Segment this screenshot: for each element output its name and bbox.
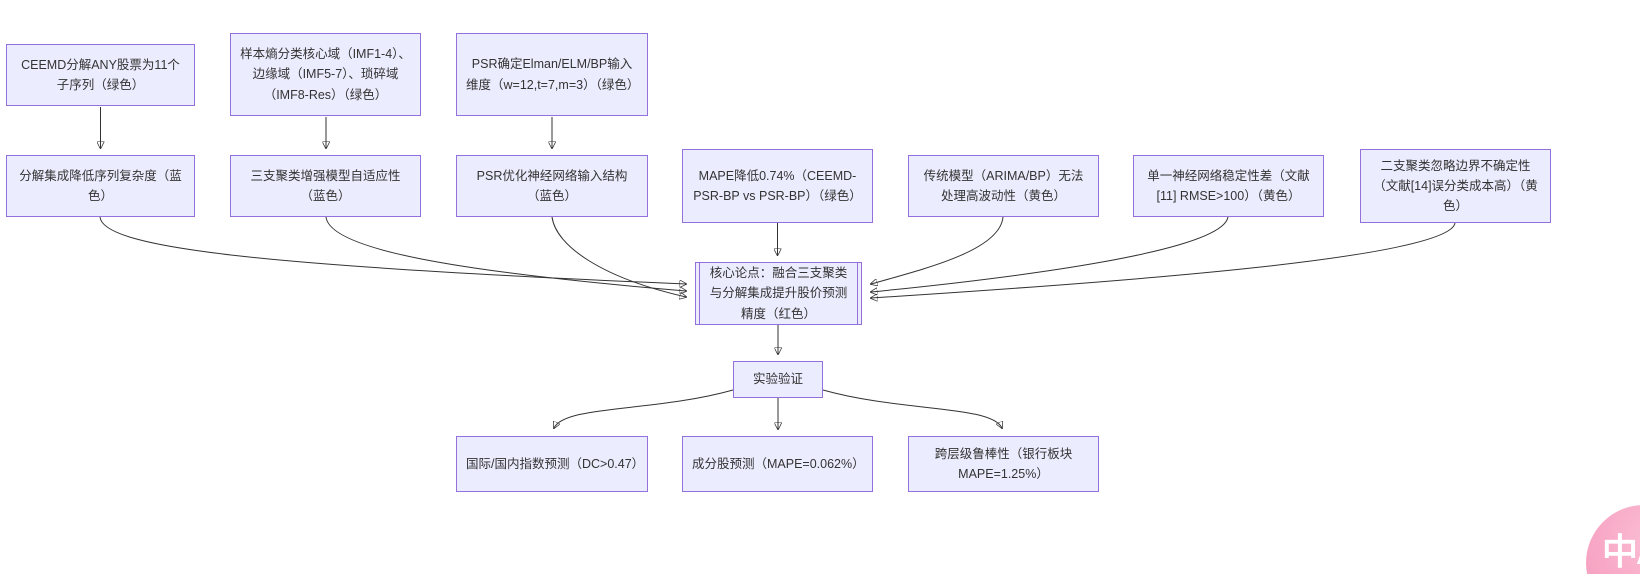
node-single-nn-unstable: 单一神经网络稳定性差（文献[11] RMSE>100）（黄色） — [1133, 155, 1324, 217]
node-mape-reduce: MAPE降低0.74%（CEEMD-PSR-BP vs PSR-BP）（绿色） — [682, 149, 873, 223]
edge-adapt-to-core — [325, 216, 686, 291]
node-stock-forecast: 成分股预测（MAPE=0.062%） — [682, 436, 873, 492]
edge-psropt-to-core — [551, 216, 686, 297]
node-three-way-adapt: 三支聚类增强模型自适应性（蓝色） — [230, 155, 421, 217]
edge-experiment-to-index — [554, 389, 734, 428]
node-ceemd-decompose: CEEMD分解ANY股票为11个子序列（绿色） — [6, 44, 195, 106]
edge-experiment-to-robust — [822, 389, 1002, 428]
node-psr-optimize: PSR优化神经网络输入结构（蓝色） — [456, 155, 648, 217]
node-robustness: 跨层级鲁棒性（银行板块MAPE=1.25%） — [908, 436, 1099, 492]
node-sample-entropy: 样本熵分类核心域（IMF1-4）、边缘域（IMF5-7）、琐碎域（IMF8-Re… — [230, 33, 421, 116]
translate-badge[interactable]: 中A — [1586, 505, 1640, 574]
edge-complexity-to-core — [99, 216, 686, 284]
edge-twoway-to-core — [871, 222, 1456, 298]
node-two-way-boundary: 二支聚类忽略边界不确定性（文献[14]误分类成本高）（黄色） — [1360, 149, 1551, 223]
node-traditional-limit: 传统模型（ARIMA/BP）无法处理高波动性（黄色） — [908, 155, 1099, 217]
translate-badge-icon: 中A — [1602, 531, 1640, 572]
edge-traditional-to-core — [871, 216, 1004, 284]
node-core-thesis: 核心论点：融合三支聚类与分解集成提升股价预测精度（红色） — [695, 262, 862, 325]
node-index-forecast: 国际/国内指数预测（DC>0.47） — [456, 436, 648, 492]
edge-singlenn-to-core — [871, 216, 1229, 292]
node-decomp-complexity: 分解集成降低序列复杂度（蓝色） — [6, 155, 195, 217]
node-psr-dimension: PSR确定Elman/ELM/BP输入维度（w=12,t=7,m=3）（绿色） — [456, 33, 648, 116]
node-experiment: 实验验证 — [733, 361, 823, 398]
